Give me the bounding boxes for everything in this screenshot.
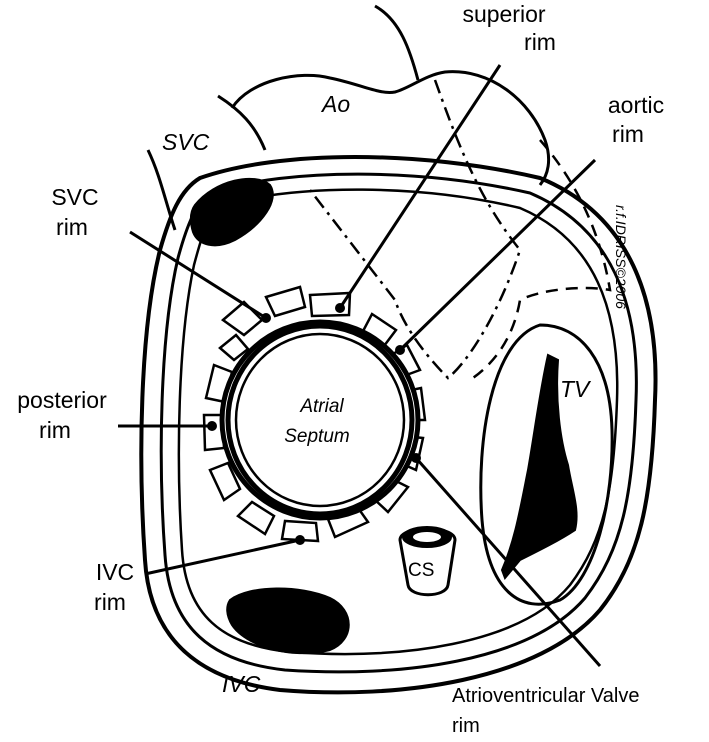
- leader-dots: [207, 303, 421, 545]
- tricuspid-valve-outline: [479, 323, 614, 606]
- aorta-outline: [230, 70, 551, 186]
- aorta-top-curve: [374, 4, 420, 81]
- aortic-rim-label-line1: aortic: [608, 92, 664, 118]
- tricuspid-leaflet: [500, 353, 578, 580]
- tv-label: TV: [560, 376, 592, 402]
- svc-vessel-line-2: [146, 149, 177, 231]
- aortic-root-dashdot: [309, 79, 522, 380]
- svc-rim-label-line2: rim: [56, 214, 88, 240]
- ivc-label: IVC: [222, 671, 261, 697]
- svc-vessel-line-1: [217, 94, 267, 151]
- av-rim-label-line2: rim: [452, 715, 480, 737]
- svc-label: SVC: [162, 129, 210, 155]
- superior-rim-label-line2: rim: [524, 29, 556, 55]
- svc-rim-label-line1: SVC: [51, 184, 98, 210]
- septum-label-line2: Septum: [284, 426, 349, 447]
- posterior-rim-label-line1: posterior: [17, 387, 107, 413]
- ivc-opening: [226, 587, 350, 655]
- septum-label-line1: Atrial: [299, 396, 344, 417]
- ao-label: Ao: [320, 91, 350, 117]
- atrial-inner-wall: [159, 172, 638, 674]
- atrial-septum-inner: [234, 332, 406, 508]
- artist-signature: r.f.IDRISS©2006: [613, 205, 629, 309]
- superior-rim-label-line1: superior: [462, 1, 545, 27]
- ivc-rim-label-line2: rim: [94, 589, 126, 615]
- svc-opening: [189, 177, 274, 247]
- av-rim-label-line1: Atrioventricular Valve: [452, 685, 639, 707]
- atrial-innermost-wall: [177, 188, 619, 656]
- coronary-sinus: [398, 526, 457, 597]
- leader-lines: [118, 64, 602, 667]
- cs-label: CS: [408, 560, 434, 581]
- ivc-rim-label-line1: IVC: [96, 559, 134, 585]
- aortic-root-dashed: [469, 139, 612, 382]
- aortic-rim-label-line2: rim: [612, 121, 644, 147]
- atrial-outer-wall: [139, 155, 658, 695]
- posterior-rim-label-line2: rim: [39, 417, 71, 443]
